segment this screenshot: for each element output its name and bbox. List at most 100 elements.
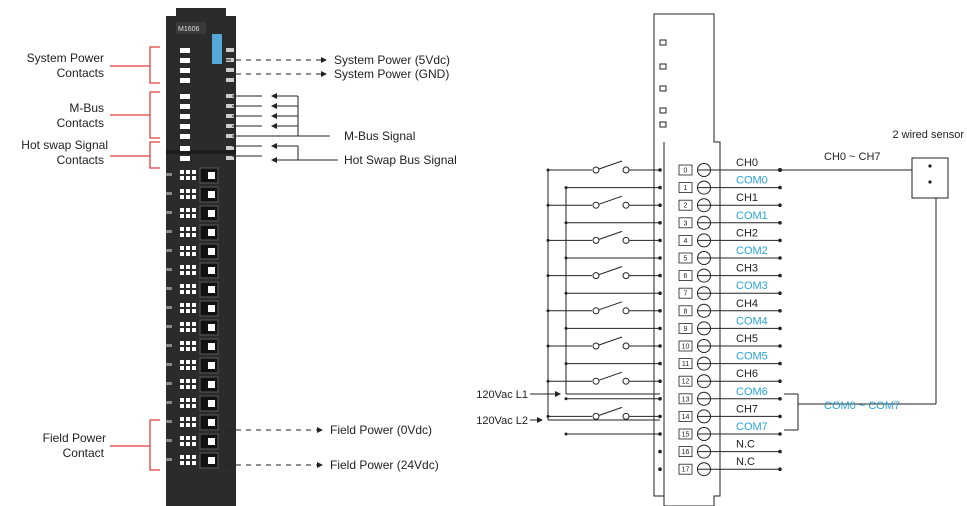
terminal-number-box <box>678 428 693 440</box>
label-sensor: 2 wired sensor <box>892 129 964 141</box>
terminal-row: 3 <box>658 215 782 230</box>
label-common: COM5 <box>736 351 768 363</box>
module-contact-edge <box>226 134 234 138</box>
label-channel: CH2 <box>736 227 758 239</box>
module-terminal-block <box>166 414 219 431</box>
module-contact-pin <box>180 114 190 119</box>
terminal-row: 9 <box>658 321 782 336</box>
module-terminal-block <box>166 452 219 469</box>
terminal-end-dot <box>778 326 782 331</box>
module-terminal-block <box>166 300 219 317</box>
label-field-power-1: Field Power <box>43 431 106 445</box>
terminal-row: 7 <box>658 286 782 301</box>
label-common: COM3 <box>736 280 768 292</box>
module-contact-pin <box>180 78 190 83</box>
module-contact-edge <box>226 146 234 150</box>
terminal-row: 8 <box>658 303 782 318</box>
label-field-power-0v: Field Power (0Vdc) <box>330 423 432 437</box>
module-body <box>166 16 236 506</box>
label-hotswap-signal: Hot Swap Bus Signal <box>344 153 457 167</box>
label-nc: N.C <box>736 439 755 451</box>
label-mbus-1: M-Bus <box>69 101 104 115</box>
terminal-end-dot <box>778 414 782 419</box>
terminal-row: 5 <box>658 251 782 265</box>
module-top-cap <box>176 8 226 20</box>
terminal-number-box <box>678 322 693 334</box>
module-terminal-block <box>166 395 219 412</box>
terminal-row: 2 <box>658 198 782 213</box>
terminal-number: 15 <box>682 432 690 439</box>
terminal-end-dot <box>778 185 782 190</box>
terminal-row: 14 <box>658 409 782 424</box>
terminal-number: 14 <box>682 414 690 421</box>
label-system-power-gnd: System Power (GND) <box>334 67 449 81</box>
module-top-notches <box>659 39 667 128</box>
terminal-end-dot <box>778 432 782 436</box>
supply-bus <box>530 170 660 423</box>
sensor-terminal-1 <box>928 164 932 168</box>
module-terminal-block <box>166 167 219 184</box>
terminal-number-box <box>678 252 693 264</box>
terminal-row: 15 <box>658 427 782 441</box>
label-hotswap-1: Hot swap Signal <box>21 138 108 152</box>
terminal-number-box <box>678 234 693 246</box>
module-terminal-block <box>166 262 219 279</box>
label-supply-l2: 120Vac L2 <box>476 415 528 427</box>
terminal-row: 17 <box>658 462 782 477</box>
bracket-system-power <box>149 46 160 84</box>
terminal-number: 16 <box>682 449 690 456</box>
terminal-number: 1 <box>684 185 688 192</box>
module-contacts <box>180 48 234 161</box>
terminal-end-dot <box>778 221 782 225</box>
terminal-row: 4 <box>658 233 782 248</box>
module-contact-edge <box>226 156 234 160</box>
bracket-field-power <box>149 419 160 471</box>
terminal-number: 2 <box>684 203 688 210</box>
label-channel: CH6 <box>736 368 758 380</box>
terminal-left-dot <box>658 467 662 472</box>
label-supply-l1: 120Vac L1 <box>476 389 528 401</box>
channel-labels: CH0COM0CH1COM1CH2COM2CH3COM3CH4COM4CH5CO… <box>736 157 768 468</box>
terminal-number: 11 <box>682 361 689 368</box>
switch-contacts <box>546 160 660 436</box>
terminal-left-dot <box>658 449 662 454</box>
terminal-number-box <box>678 446 693 458</box>
module-contact-edge <box>226 78 234 82</box>
terminal-row: 1 <box>658 180 782 195</box>
sensor-terminal-2 <box>928 180 932 184</box>
module-contact-pin <box>180 104 190 109</box>
switch-contact <box>546 406 660 436</box>
label-system-power-5v: System Power (5Vdc) <box>334 53 450 67</box>
switch-contact <box>546 336 660 366</box>
terminal-number: 5 <box>684 256 688 263</box>
module-contact-pin <box>180 58 190 63</box>
terminal-end-dot <box>778 397 782 401</box>
sensor-box <box>911 157 949 199</box>
module-label-plate <box>176 22 206 34</box>
module-contact-edge <box>226 104 234 108</box>
module-contact-edge <box>226 68 234 72</box>
module-contact-edge <box>226 48 234 52</box>
module-terminal-block <box>166 338 219 355</box>
switch-contact <box>546 371 660 401</box>
terminal-number-box <box>678 358 693 370</box>
label-field-power-24v: Field Power (24Vdc) <box>330 458 439 472</box>
terminal-number-box <box>678 393 693 405</box>
module-terminal-block <box>166 433 219 450</box>
label-com-range: COM0 ~ COM7 <box>824 400 900 412</box>
terminal-end-dot <box>778 379 782 384</box>
ch-junction-dot <box>778 168 782 172</box>
sensor-wiring <box>780 169 937 431</box>
terminal-number: 12 <box>682 379 690 386</box>
module-terminal-block <box>166 205 219 222</box>
module-divider <box>166 150 236 154</box>
module-contact-pin <box>180 68 190 73</box>
switch-contact <box>546 195 660 225</box>
label-system-power-2: Contacts <box>57 66 104 80</box>
left-signal-lines <box>226 57 338 468</box>
label-channel: CH0 <box>736 157 758 169</box>
label-channel: CH4 <box>736 298 758 310</box>
terminal-number-box <box>678 375 693 387</box>
